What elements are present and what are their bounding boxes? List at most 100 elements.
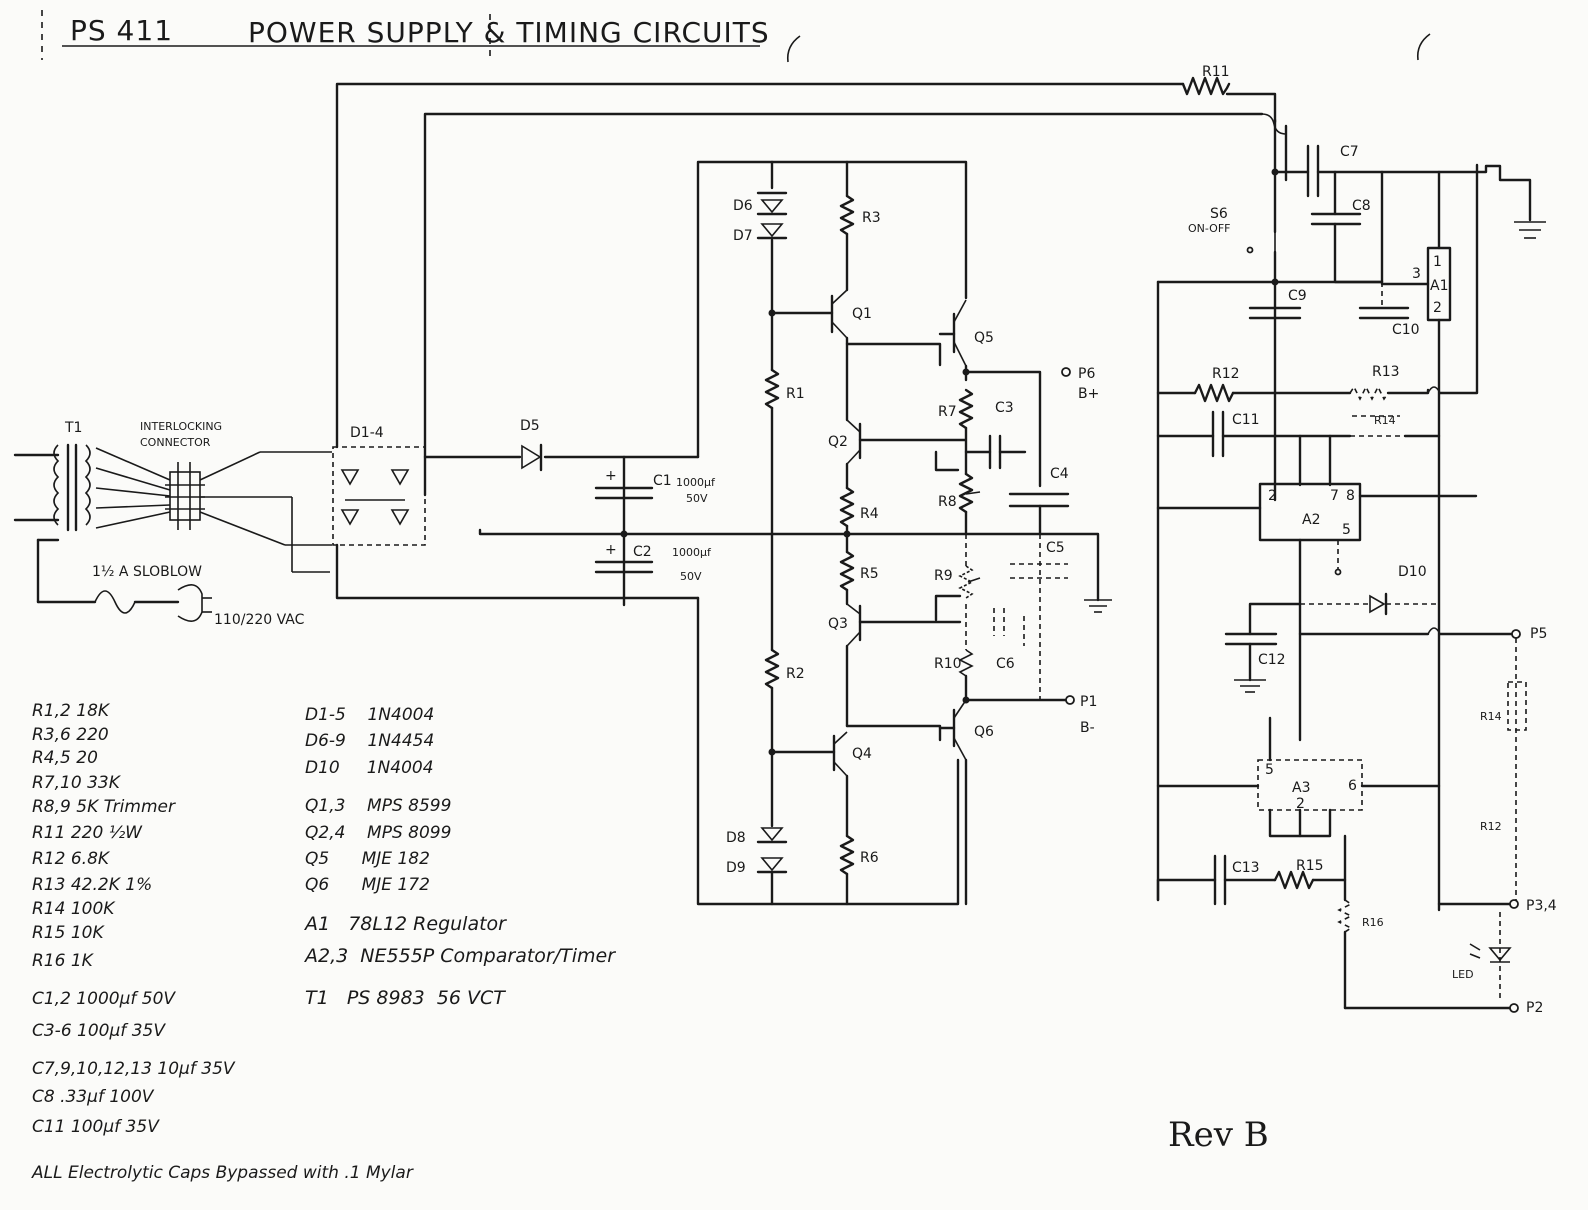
svg-text:5: 5	[1342, 522, 1351, 538]
svg-text:1: 1	[1433, 254, 1442, 270]
svg-text:7: 7	[1330, 488, 1339, 504]
bom-line: A1 78L12 Regulator	[303, 913, 507, 935]
capacitors-c1-c2: + C1 1000µf 50V + C2 1000µf 50V	[594, 468, 716, 583]
svg-text:P2: P2	[1526, 1000, 1543, 1016]
svg-text:C12: C12	[1258, 652, 1286, 668]
svg-text:R7: R7	[938, 404, 957, 420]
bom-line: R11 220 ½W	[32, 823, 143, 843]
bom-line: D10 1N4004	[305, 758, 434, 778]
bom-line: C8 .33µf 100V	[32, 1087, 155, 1107]
label-t1: T1	[64, 420, 82, 436]
svg-text:P5: P5	[1530, 626, 1547, 642]
resistors-r7-r8: R7 R8	[934, 388, 981, 536]
svg-text:1000µf: 1000µf	[676, 476, 716, 489]
svg-text:C4: C4	[1050, 466, 1069, 482]
svg-text:Q6: Q6	[974, 724, 994, 740]
svg-text:LED: LED	[1452, 968, 1474, 981]
svg-text:D6: D6	[733, 198, 753, 214]
svg-text:5: 5	[1265, 762, 1274, 778]
bom-line: Q2,4 MPS 8099	[305, 823, 451, 843]
svg-text:R4: R4	[860, 506, 879, 522]
svg-text:R2: R2	[786, 666, 805, 682]
bom-line: R7,10 33K	[32, 773, 122, 793]
punch-mark	[1416, 33, 1431, 61]
svg-text:6: 6	[1348, 778, 1357, 794]
diode-d5: D5	[520, 418, 543, 472]
svg-text:R10: R10	[934, 656, 962, 672]
transistor-q3: Q3	[828, 603, 962, 742]
svg-text:S6: S6	[1210, 206, 1228, 222]
revision: Rev B	[1168, 1115, 1269, 1155]
title-name: POWER SUPPLY & TIMING CIRCUITS	[248, 16, 770, 49]
svg-text:50V: 50V	[680, 570, 702, 583]
svg-text:R5: R5	[860, 566, 879, 582]
title-block: PS 411 POWER SUPPLY & TIMING CIRCUITS	[41, 10, 770, 60]
resistor-r1: R1	[764, 368, 805, 652]
svg-text:3: 3	[1412, 266, 1421, 282]
svg-text:R9: R9	[934, 568, 953, 584]
svg-text:D9: D9	[726, 860, 746, 876]
capacitors-c3-c4: C3 C4	[964, 400, 1070, 536]
svg-text:R3: R3	[862, 210, 881, 226]
svg-text:C7: C7	[1340, 144, 1359, 160]
bom-line: A2,3 NE555P Comparator/Timer	[303, 945, 616, 967]
svg-text:R1: R1	[786, 386, 805, 402]
svg-text:R14: R14	[1374, 414, 1396, 427]
lower-feedback: R9 R10 C5 C6 P1 B-	[934, 534, 1112, 736]
svg-text:C8: C8	[1352, 198, 1371, 214]
bom-line: C1,2 1000µf 50V	[32, 989, 176, 1009]
bom-line: R8,9 5K Trimmer	[32, 797, 176, 817]
svg-text:R8: R8	[938, 494, 957, 510]
label-connector-1: INTERLOCKING	[140, 420, 222, 433]
label-d5: D5	[520, 418, 540, 434]
svg-text:P1: P1	[1080, 694, 1097, 710]
label-c1: C1	[653, 473, 672, 489]
svg-text:C11: C11	[1232, 412, 1260, 428]
bom-line: C7,9,10,12,13 10µf 35V	[32, 1059, 236, 1079]
svg-text:C9: C9	[1288, 288, 1307, 304]
svg-text:R6: R6	[860, 850, 879, 866]
resistor-r4: R4	[839, 486, 879, 554]
punch-mark	[786, 35, 801, 63]
svg-text:2: 2	[1433, 300, 1442, 316]
svg-text:R16: R16	[1362, 916, 1384, 929]
footnote: ALL Electrolytic Caps Bypassed with .1 M…	[31, 1163, 414, 1183]
svg-text:B-: B-	[1080, 720, 1095, 736]
svg-text:D10: D10	[1398, 564, 1427, 580]
svg-text:ON-OFF: ON-OFF	[1188, 222, 1230, 235]
svg-text:R11: R11	[1202, 64, 1230, 80]
bom-line: D1-5 1N4004	[305, 705, 434, 725]
svg-text:+: +	[605, 542, 617, 558]
svg-text:D8: D8	[726, 830, 746, 846]
main-wiring	[335, 82, 1288, 607]
label-c2: C2	[633, 544, 652, 560]
label-d1-4: D1-4	[350, 425, 384, 441]
svg-text:R15: R15	[1296, 858, 1324, 874]
svg-text:1000µf: 1000µf	[672, 546, 712, 559]
bom-line: Q5 MJE 182	[305, 849, 430, 869]
title-model: PS 411	[70, 14, 173, 47]
bom-line: C3-6 100µf 35V	[32, 1021, 166, 1041]
svg-text:8: 8	[1346, 488, 1355, 504]
bom-line: R12 6.8K	[32, 849, 111, 869]
bom-semiconductors: D1-5 1N4004 D6-9 1N4454 D10 1N4004 Q1,3 …	[305, 705, 451, 895]
transistor-q1: Q1	[768, 289, 942, 422]
bom-line: R1,2 18K	[32, 701, 111, 721]
diodes-d8-d9: D8 D9	[726, 827, 788, 906]
bom-ics: A1 78L12 Regulator A2,3 NE555P Comparato…	[303, 913, 616, 1009]
bom-line: R14 100K	[32, 899, 116, 919]
bom-line: Q6 MJE 172	[305, 875, 430, 895]
bom-line: D6-9 1N4454	[305, 731, 434, 751]
svg-text:P3,4: P3,4	[1526, 898, 1557, 914]
svg-text:R14: R14	[1480, 710, 1502, 723]
svg-text:R13: R13	[1372, 364, 1400, 380]
transformer-t1: T1	[13, 420, 171, 532]
svg-text:A2: A2	[1302, 512, 1320, 528]
svg-text:50V: 50V	[686, 492, 708, 505]
transistor-q2: Q2	[828, 419, 967, 490]
bom-line: R16 1K	[32, 951, 95, 971]
bom-resistors-caps: R1,2 18K R3,6 220 R4,5 20 R7,10 33K R8,9…	[32, 701, 236, 1137]
label-connector-2: CONNECTOR	[140, 436, 211, 449]
bom-line: R13 42.2K 1%	[32, 875, 152, 895]
